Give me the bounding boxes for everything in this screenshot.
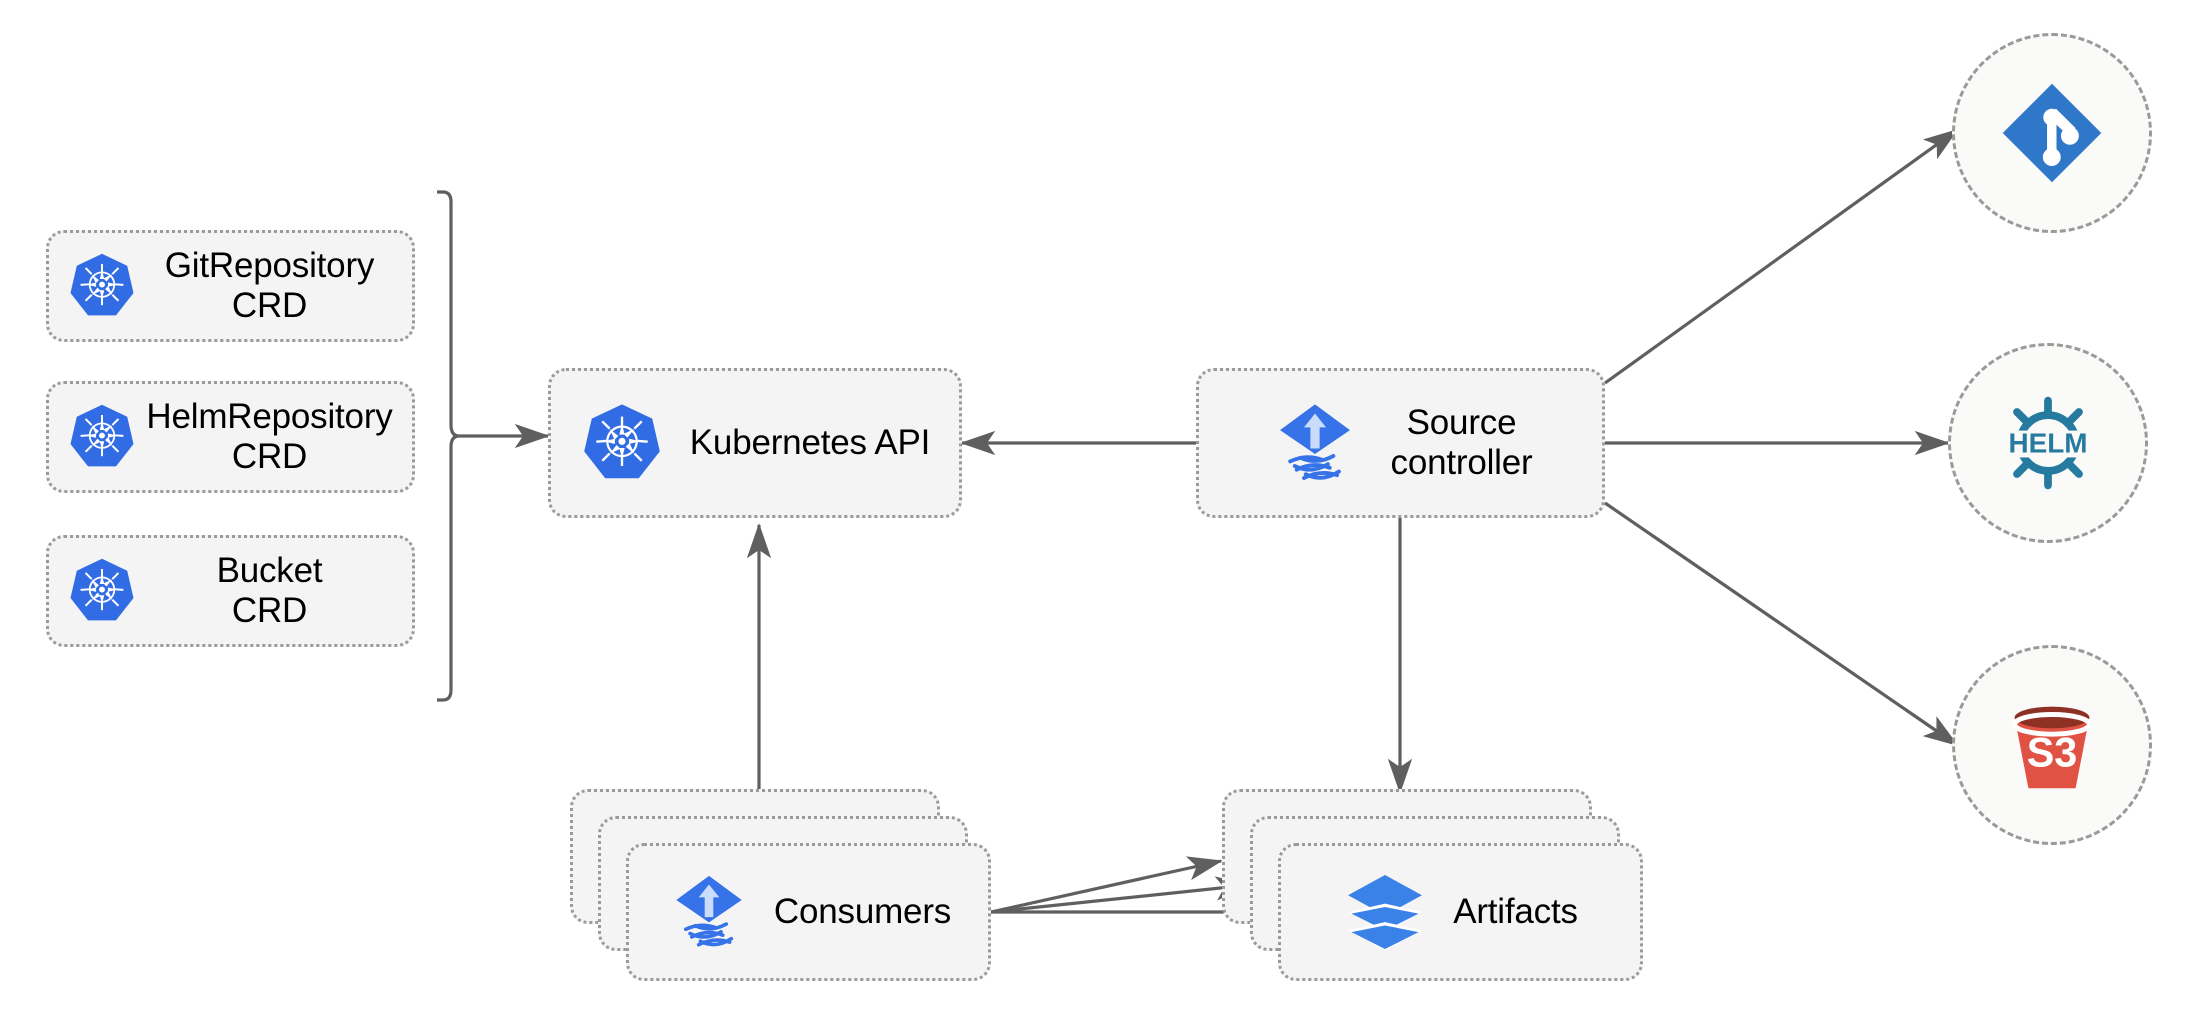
- kubernetes-icon: [67, 251, 137, 321]
- node-label: Bucket CRD: [216, 551, 323, 630]
- s3-wordmark: S3: [2027, 730, 2078, 776]
- flux-icon: [1269, 397, 1361, 489]
- kubernetes-icon: [67, 556, 137, 626]
- layers-icon: [1343, 870, 1427, 954]
- node-label: GitRepository CRD: [164, 246, 375, 325]
- helm-wordmark: HELM: [2008, 427, 2087, 458]
- edge-source-controller-to-s3: [1604, 501, 1959, 747]
- kubernetes-icon: [67, 402, 137, 472]
- node-label: Kubernetes API: [689, 423, 931, 463]
- crd-group-brace: [435, 190, 461, 702]
- node-label: Artifacts: [1453, 892, 1578, 932]
- source-helm-circle[interactable]: HELM: [1948, 343, 2148, 543]
- node-helmrepository-crd[interactable]: HelmRepository CRD: [46, 381, 415, 493]
- node-kubernetes-api[interactable]: Kubernetes API: [548, 368, 962, 518]
- edge-consumers-to-artifacts-2: [990, 876, 1251, 914]
- helm-icon: HELM: [1986, 381, 2110, 505]
- git-icon: [1996, 77, 2108, 189]
- edge-source-controller-to-git: [1604, 128, 1959, 385]
- source-git-circle[interactable]: [1952, 33, 2152, 233]
- node-source-controller[interactable]: Source controller: [1196, 368, 1605, 518]
- node-label: Consumers: [773, 892, 952, 932]
- edge-consumers-to-artifacts-1: [990, 856, 1223, 914]
- source-s3-circle[interactable]: S3: [1952, 645, 2152, 845]
- flux-icon: [666, 869, 752, 955]
- node-gitrepository-crd[interactable]: GitRepository CRD: [46, 230, 415, 342]
- node-bucket-crd[interactable]: Bucket CRD: [46, 535, 415, 647]
- node-label: Source controller: [1390, 403, 1533, 482]
- node-label: HelmRepository CRD: [146, 397, 393, 476]
- node-artifacts[interactable]: Artifacts: [1278, 843, 1643, 981]
- kubernetes-icon: [580, 401, 664, 485]
- s3-icon: S3: [1993, 686, 2111, 804]
- node-consumers[interactable]: Consumers: [626, 843, 991, 981]
